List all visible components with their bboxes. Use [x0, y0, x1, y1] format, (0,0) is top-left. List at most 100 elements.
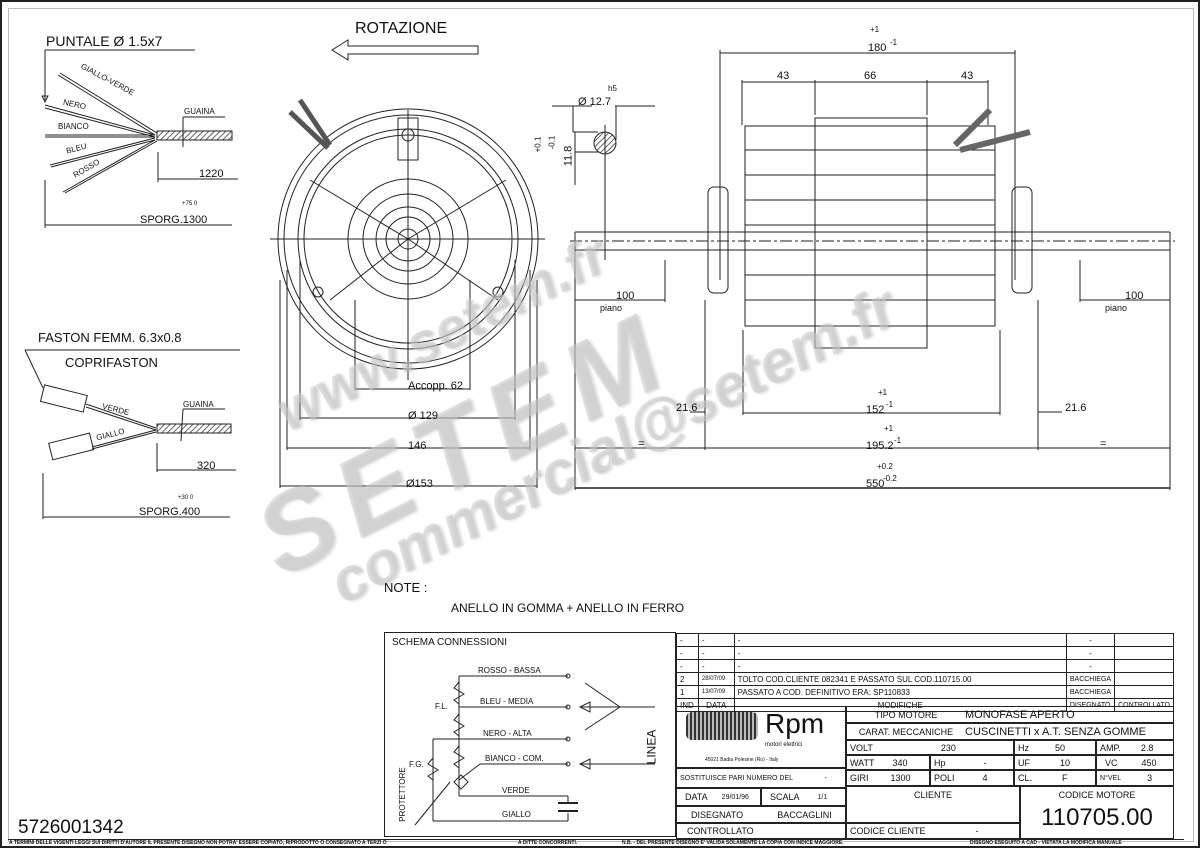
drawn-by-label: DISEGNATO [691, 809, 744, 820]
dim-tolerance: +30 0 [178, 495, 194, 501]
schema-lead: BLEU - MEDIA [480, 697, 534, 706]
hp-value: - [983, 757, 987, 768]
class-value: F [1062, 773, 1068, 783]
uf-label: UF [1018, 757, 1030, 768]
dim-left-shaft: 100 [616, 290, 635, 302]
poles-value: 4 [982, 773, 988, 783]
dim-left-offset: 21.6 [676, 402, 698, 414]
tol-plus: +1 [884, 424, 894, 433]
harness2-subtitle: COPRIFASTON [65, 355, 158, 370]
competitors-notice: A DITTE CONCORRENTI. [518, 840, 578, 846]
shaft-diameter: Ø 12.7 [578, 96, 612, 108]
volt-value: 230 [940, 742, 956, 753]
wire-harness-2-drawing [24, 349, 240, 519]
dim-equal: = [638, 438, 645, 450]
vc-label: VC [1105, 757, 1118, 768]
sheath-label: GUAINA [184, 107, 215, 116]
schema-fl: F.L. [435, 702, 448, 711]
watt-cell: WATT 340 [846, 755, 930, 770]
dim-width-146: 146 [408, 440, 427, 452]
notes-text: ANELLO IN GOMMA + ANELLO IN FERRO [451, 601, 685, 615]
mech-char-label: CARAT. MECCANICHE [858, 726, 954, 737]
front-view-drawing [270, 98, 545, 488]
shaft-tol-minus: -0.1 [547, 135, 557, 150]
replaces-value: - [824, 774, 827, 782]
dim-segment: 43 [777, 70, 790, 82]
customer-code-cell: CODICE CLIENTE - [846, 823, 1020, 839]
drawn-by-cell: DISEGNATO BACCAGLINI [676, 806, 846, 823]
tol-plus: +1 [878, 388, 888, 397]
checked-by-cell: CONTROLLATO [676, 823, 846, 839]
company-logo-block [676, 706, 846, 768]
amp-value: 2.8 [1140, 742, 1154, 753]
customer-cell: CLIENTE [846, 786, 1020, 823]
date-value: 29/01/96 [721, 793, 749, 801]
shaft-fit: h5 [608, 84, 617, 93]
revision-row: ---- [676, 646, 1174, 660]
dim-total-550: 550 [866, 478, 885, 490]
schema-title: SCHEMA CONNESSIONI [392, 637, 508, 648]
drawn-by-value: BACCAGLINI [777, 809, 832, 820]
logo-text: Rpm [765, 708, 825, 739]
dim-body-152: 152 [866, 404, 885, 416]
motor-code-value: 110705.00 [1041, 804, 1153, 831]
wire-harness-1-drawing [41, 49, 238, 228]
dim-total-length: SPORG.400 [139, 506, 201, 518]
date-cell: DATA 29/01/96 [676, 788, 761, 806]
revision-row: ---- [676, 633, 1174, 647]
revision-row: ---- [676, 659, 1174, 673]
watt-value: 340 [892, 757, 908, 768]
tol-plus: +1 [870, 25, 880, 34]
motor-code-cell: CODICE MOTORE 110705.00 [1020, 786, 1174, 839]
hz-label: Hz [1018, 742, 1029, 753]
amp-label: AMP. [1100, 742, 1121, 753]
date-label: DATA [685, 792, 708, 802]
poles-cell: POLI 4 [930, 770, 1014, 786]
dim-equal: = [1100, 438, 1107, 450]
dim-coupling: Accopp. 62 [408, 380, 464, 392]
poles-label: POLI [934, 773, 955, 783]
motor-type-value: MONOFASE APERTO [965, 708, 1075, 721]
harness2-title: FASTON FEMM. 6.3x0.8 [38, 330, 182, 345]
motor-logo-icon [686, 712, 758, 740]
schema-box [384, 632, 676, 837]
dim-overall-180: 180 [868, 42, 887, 54]
tol-plus: +0.2 [877, 462, 893, 471]
customer-code-label: CODICE CLIENTE [850, 826, 926, 836]
shaft-tol-plus: +0.1 [533, 136, 543, 153]
rotation-arrow [331, 39, 479, 61]
dim-sheath-length: 320 [197, 460, 216, 472]
sheath-label: GUAINA [183, 400, 214, 409]
harness1-title: PUNTALE Ø 1.5x7 [46, 33, 163, 49]
shaft-section-drawing [552, 105, 655, 260]
schema-lead: BIANCO - COM. [485, 754, 544, 763]
shaft-flat: 11.8 [562, 145, 575, 167]
copyright-notice: A TERMINI DELLE VIGENTI LEGGI SUI DIRITT… [9, 840, 387, 846]
hp-label: Hp [934, 757, 946, 768]
hz-value: 50 [1055, 742, 1066, 753]
customer-code-value: - [975, 826, 979, 836]
dim-tolerance: +75 0 [182, 201, 198, 207]
rpm-value: 1300 [890, 773, 911, 783]
schema-lead: GIALLO [502, 810, 531, 819]
watt-label: WATT [850, 757, 875, 768]
replaces-label: SOSTITUISCE PARI NUMERO DEL [680, 774, 794, 782]
schema-protettore: PROTETTORE [397, 767, 407, 822]
schema-linea: LINEA [644, 729, 659, 765]
scale-value: 1/1 [817, 793, 828, 801]
tol-minus: -1 [894, 436, 902, 445]
speeds-label: N°VEL [1100, 774, 1122, 782]
dim-segment: 43 [961, 70, 974, 82]
dim-sheath-length: 1220 [199, 168, 224, 180]
